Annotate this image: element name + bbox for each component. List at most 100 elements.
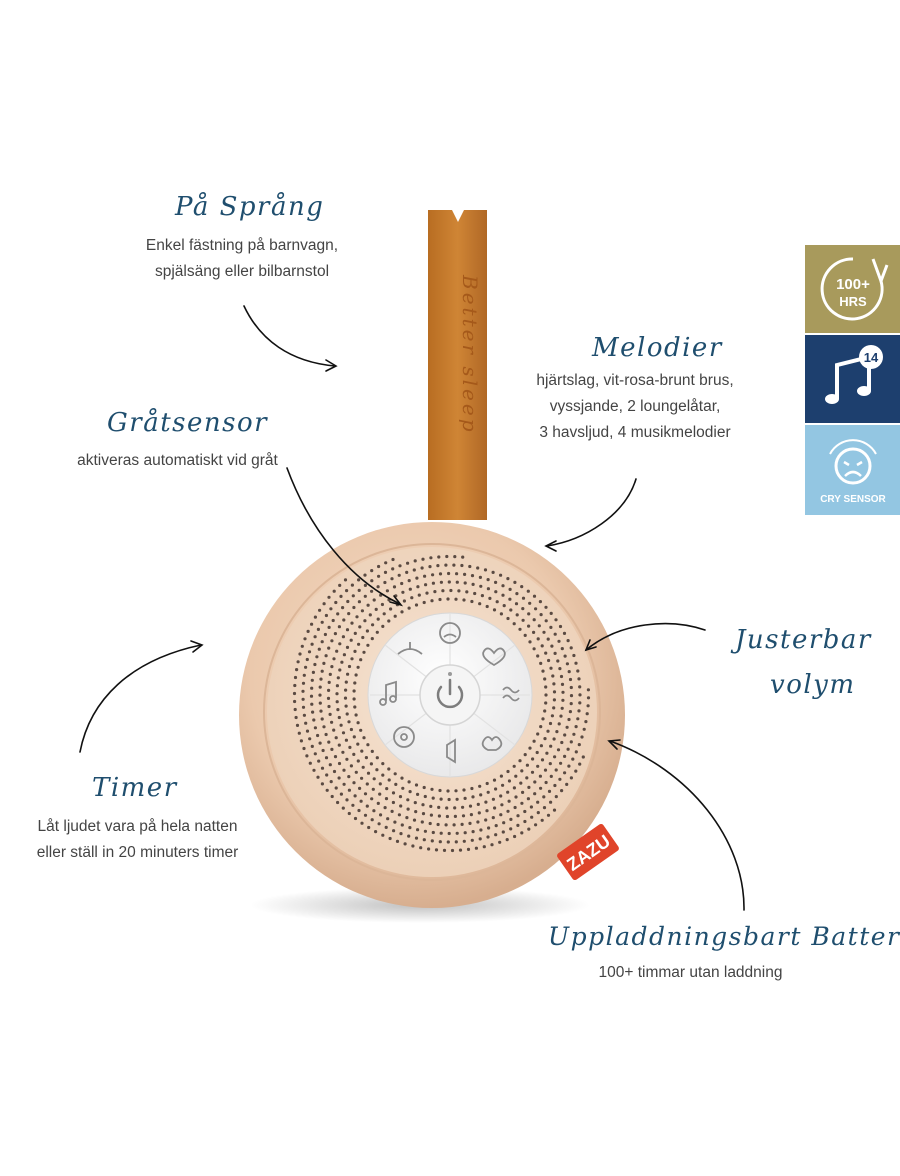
speaker-hole	[385, 589, 389, 593]
speaker-hole	[293, 683, 297, 688]
speaker-hole	[501, 584, 505, 588]
speaker-hole	[476, 802, 480, 807]
speaker-hole	[499, 794, 503, 798]
desc-line: aktiveras automatiskt vid gråt	[77, 452, 278, 469]
speaker-hole	[304, 721, 308, 725]
speaker-hole	[577, 709, 581, 713]
speaker-hole	[353, 649, 357, 654]
wave-icon	[502, 686, 520, 702]
speaker-hole	[413, 559, 417, 563]
speaker-hole	[521, 607, 525, 611]
speaker-hole	[527, 624, 531, 628]
speaker-hole	[502, 821, 506, 825]
speaker-hole	[295, 668, 299, 672]
strap-text: Better sleep	[458, 274, 482, 435]
speaker-hole	[310, 702, 314, 706]
speaker-hole	[330, 665, 334, 669]
speaker-hole	[334, 736, 338, 740]
speaker-hole	[365, 804, 369, 808]
speaker-hole	[505, 838, 509, 842]
speaker-hole	[342, 782, 346, 786]
speaker-hole	[527, 827, 531, 831]
speaker-hole	[554, 768, 558, 772]
speaker-hole	[423, 829, 427, 833]
speaker-hole	[329, 607, 333, 611]
speaker-hole	[487, 826, 491, 830]
speaker-hole	[320, 640, 324, 644]
speaker-hole	[437, 814, 441, 818]
speaker-hole	[293, 707, 297, 712]
speaker-hole	[543, 709, 547, 713]
speaker-hole	[393, 820, 397, 824]
speaker-hole	[542, 630, 546, 634]
speaker-hole	[563, 654, 567, 658]
speaker-hole	[363, 813, 368, 817]
speaker-hole	[337, 743, 341, 747]
speaker-hole	[478, 575, 482, 580]
speaker-hole	[322, 661, 326, 666]
speaker-hole	[372, 809, 376, 813]
speaker-hole	[353, 816, 358, 821]
speaker-hole	[381, 624, 385, 629]
speaker-hole	[408, 826, 412, 830]
speaker-hole	[405, 570, 409, 575]
speaker-hole	[331, 618, 335, 623]
speaker-hole	[360, 609, 364, 613]
badge-hours-line1: 100+	[836, 276, 870, 293]
speaker-hole	[372, 777, 376, 781]
speaker-hole	[559, 714, 563, 718]
speaker-hole	[347, 720, 351, 724]
speaker-hole	[485, 809, 489, 813]
speaker-hole	[544, 651, 548, 655]
speaker-hole	[332, 728, 336, 732]
speaker-hole	[335, 649, 339, 653]
speaker-hole	[513, 805, 517, 810]
speaker-hole	[335, 684, 339, 688]
speaker-hole	[385, 787, 389, 791]
speaker-hole	[546, 813, 551, 817]
speaker-hole	[354, 713, 358, 717]
speaker-hole	[476, 820, 480, 824]
speaker-hole	[554, 618, 558, 622]
speaker-hole	[400, 776, 404, 780]
speaker-hole	[468, 564, 472, 569]
speaker-hole	[350, 583, 354, 587]
speaker-hole	[318, 741, 322, 745]
speaker-hole	[297, 731, 301, 735]
speaker-hole	[544, 685, 548, 689]
speaker-hole	[565, 725, 569, 729]
speaker-hole	[468, 804, 473, 808]
speaker-hole	[313, 726, 317, 730]
badge-cry-label: CRY SENSOR	[820, 494, 886, 505]
speaker-hole	[355, 615, 359, 619]
feature-desc-melodier: hjärtslag, vit-rosa-brunt brus, vyssjand…	[515, 368, 755, 446]
speaker-hole	[341, 806, 345, 810]
speaker-hole	[518, 627, 522, 631]
speaker-hole	[557, 639, 561, 643]
desc-line: 100+ timmar utan laddning	[598, 964, 783, 981]
speaker-hole	[322, 602, 326, 606]
speaker-hole	[419, 846, 423, 850]
speaker-hole	[478, 837, 482, 841]
speaker-hole	[447, 571, 451, 576]
speaker-hole	[309, 694, 314, 698]
speaker-hole	[516, 823, 520, 828]
speaker-hole	[485, 604, 489, 609]
speaker-hole	[320, 620, 324, 624]
speaker-hole	[293, 699, 297, 704]
feature-title-timer: Timer	[92, 773, 178, 803]
speaker-hole	[446, 597, 450, 601]
speaker-hole	[308, 737, 312, 741]
speaker-hole	[461, 814, 466, 818]
desc-line: Låt ljudet vara på hela natten	[37, 818, 238, 835]
speaker-hole	[569, 740, 573, 744]
speaker-hole	[376, 585, 380, 589]
speaker-hole	[484, 818, 488, 822]
speaker-hole	[382, 612, 386, 616]
speaker-hole	[506, 790, 510, 794]
speaker-hole	[398, 564, 402, 568]
speaker-hole	[311, 710, 315, 714]
speaker-hole	[543, 737, 547, 741]
speaker-hole	[361, 635, 365, 640]
speaker-hole	[353, 681, 357, 685]
